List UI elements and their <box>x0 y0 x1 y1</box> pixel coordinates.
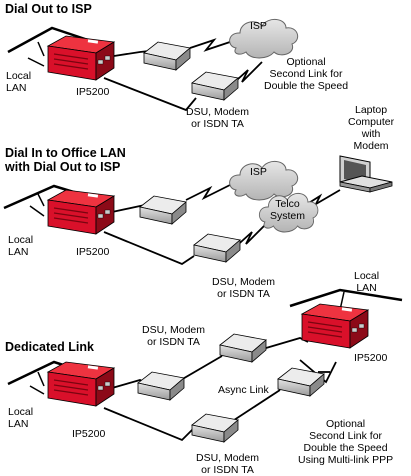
ip5200-router <box>47 189 115 235</box>
ip5200-router <box>47 361 115 407</box>
ip5200-router <box>47 35 115 81</box>
modem-device <box>277 367 325 397</box>
dial-out-section <box>7 18 299 112</box>
dial-in-section <box>3 155 393 266</box>
modem-device <box>193 233 241 263</box>
dedicated-section <box>7 288 403 443</box>
router-label: IP5200 <box>354 352 388 364</box>
modem-device <box>137 371 185 401</box>
section-title-dedicated: Dedicated Link <box>5 340 94 354</box>
modem-device <box>191 71 239 101</box>
section-title-dial-out: Dial Out to ISP <box>5 2 92 16</box>
modem-device <box>139 195 187 225</box>
router-label: IP5200 <box>76 86 110 98</box>
modem-device <box>191 413 239 443</box>
laptop-computer <box>339 155 393 193</box>
router-label: IP5200 <box>76 246 110 258</box>
async-link-label: Async Link <box>218 384 269 396</box>
router-label: IP5200 <box>72 428 106 440</box>
modem-device <box>143 41 191 71</box>
isp-label: ISP <box>250 166 267 178</box>
ip5200-router-remote <box>301 303 369 349</box>
modem-device <box>219 333 267 363</box>
isp-label: ISP <box>250 20 267 32</box>
